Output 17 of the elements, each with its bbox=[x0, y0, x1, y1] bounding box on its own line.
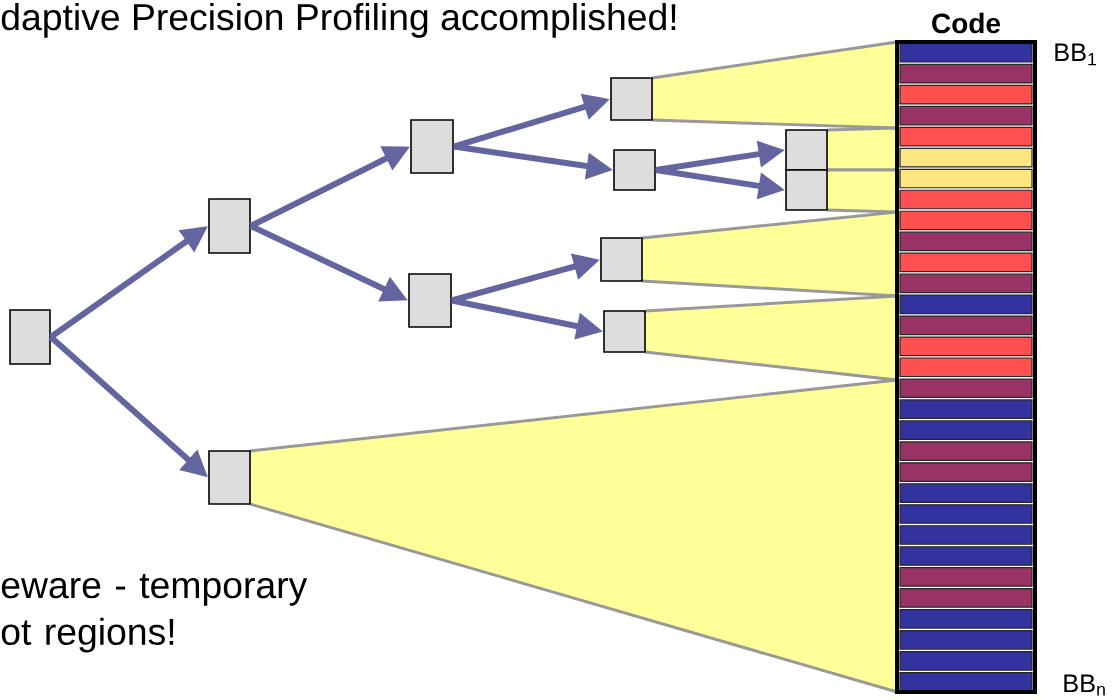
box bbox=[610, 77, 653, 121]
block-label: BB$_{1}$ bbox=[1055, 43, 1097, 66]
box bbox=[785, 169, 828, 211]
heading-text: daptive Precision Profiling accomplished! bbox=[1, 2, 676, 38]
box bbox=[208, 198, 251, 254]
box bbox=[408, 273, 452, 328]
box bbox=[600, 237, 643, 282]
node-label: Code bbox=[932, 12, 1001, 34]
note-text: eware - temporary ot regions! bbox=[1, 573, 308, 653]
box bbox=[613, 149, 656, 191]
box bbox=[785, 129, 828, 171]
box bbox=[410, 119, 454, 174]
code-bar: Code bbox=[895, 12, 1037, 694]
box bbox=[208, 450, 251, 505]
block-label: BB$_{n}$ bbox=[1064, 674, 1105, 696]
box bbox=[603, 310, 646, 353]
box bbox=[9, 309, 51, 365]
